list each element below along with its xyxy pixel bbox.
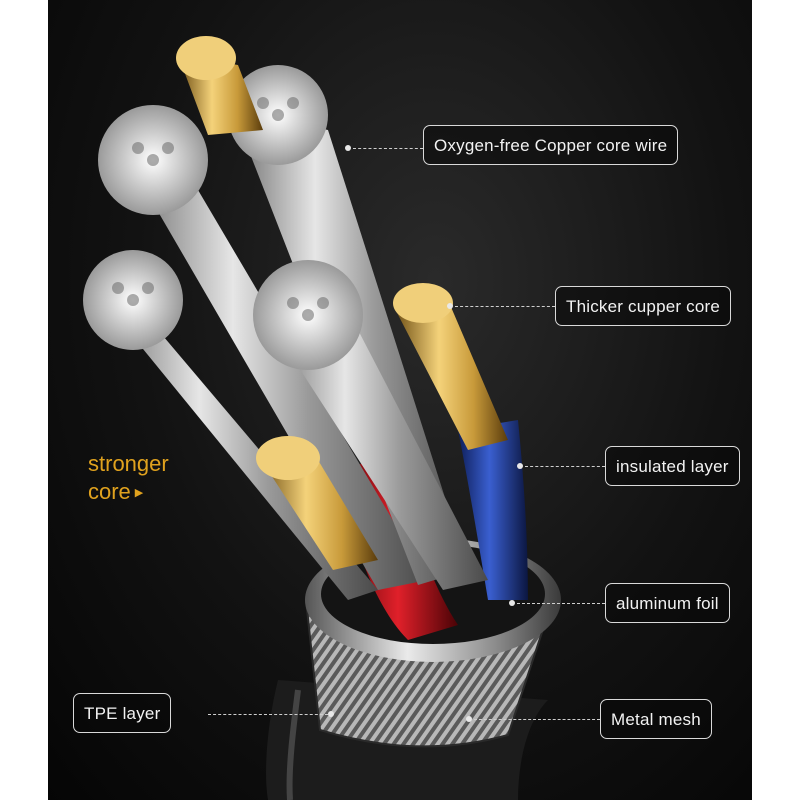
play-arrow-icon: ▶ (134, 487, 144, 500)
insulated-layer-pointer-dot (517, 463, 523, 469)
insulated-layer-leader-line (525, 466, 605, 467)
cable-cross-section-art (83, 36, 561, 800)
thicker-core-leader-line (455, 306, 555, 307)
thicker-core-pointer-dot (447, 303, 453, 309)
gold-conductors (176, 36, 508, 570)
tpe-layer-label: TPE layer (73, 693, 172, 733)
blue-insulated-wire (458, 420, 528, 600)
copper-core-pointer-dot (345, 145, 351, 151)
aluminum-foil-pointer-dot (509, 600, 515, 606)
silver-strand-bundles (83, 65, 488, 600)
thicker-core-label: Thicker cupper core (555, 286, 732, 326)
stronger-core-line2: core▶ (88, 478, 169, 507)
stronger-core-line1: stronger (88, 451, 169, 476)
copper-core-wire-label: Oxygen-free Copper core wire (423, 125, 679, 165)
product-illustration: Oxygen-free Copper core wire Thicker cup… (48, 0, 752, 800)
aluminum-foil-leader-line (517, 603, 605, 604)
insulated-layer-label: insulated layer (605, 446, 740, 486)
aluminum-foil-label: aluminum foil (605, 583, 730, 623)
metal-mesh-pointer-dot (466, 716, 472, 722)
stronger-core-line2-text: core (88, 479, 131, 504)
copper-core-leader-line (353, 148, 423, 149)
stronger-core-caption: stronger core▶ (88, 450, 169, 507)
metal-mesh-leader-line (474, 719, 600, 720)
tpe-layer-leader-line (208, 714, 328, 715)
tpe-layer-pointer-dot (328, 711, 334, 717)
metal-mesh-label: Metal mesh (600, 699, 712, 739)
